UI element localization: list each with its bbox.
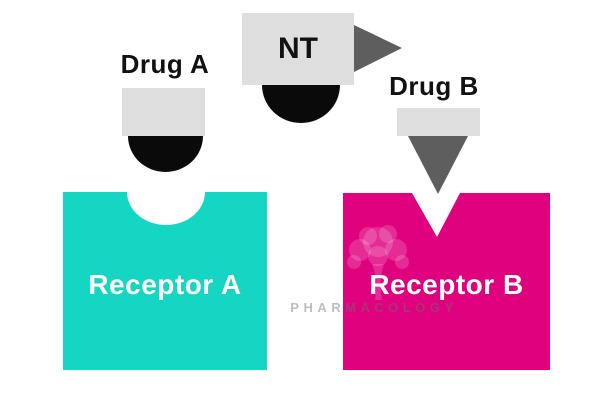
receptor-a-body <box>63 192 267 370</box>
drug-a-binding-dome <box>128 136 203 172</box>
drug-b-block <box>397 108 480 136</box>
drug-a-label: Drug A <box>120 49 210 79</box>
drug-b-label: Drug B <box>389 71 479 101</box>
receptor-a-shape <box>63 192 267 370</box>
nt-arrow-right-icon <box>354 25 402 72</box>
receptor-b-body <box>343 193 550 370</box>
tree-logo-icon <box>347 225 409 300</box>
receptor-a-label: Receptor A <box>88 269 242 300</box>
drug-a-block <box>122 88 205 136</box>
receptor-b-shape <box>343 193 550 370</box>
receptor-b-label: Receptor B <box>369 269 524 300</box>
nt-binding-dome <box>262 85 340 123</box>
drug-b-binding-tip <box>408 136 468 194</box>
nt-label: NT <box>278 32 318 65</box>
watermark-text: PHARMACOLOGY <box>290 300 458 315</box>
nt-block: NT <box>242 13 354 85</box>
